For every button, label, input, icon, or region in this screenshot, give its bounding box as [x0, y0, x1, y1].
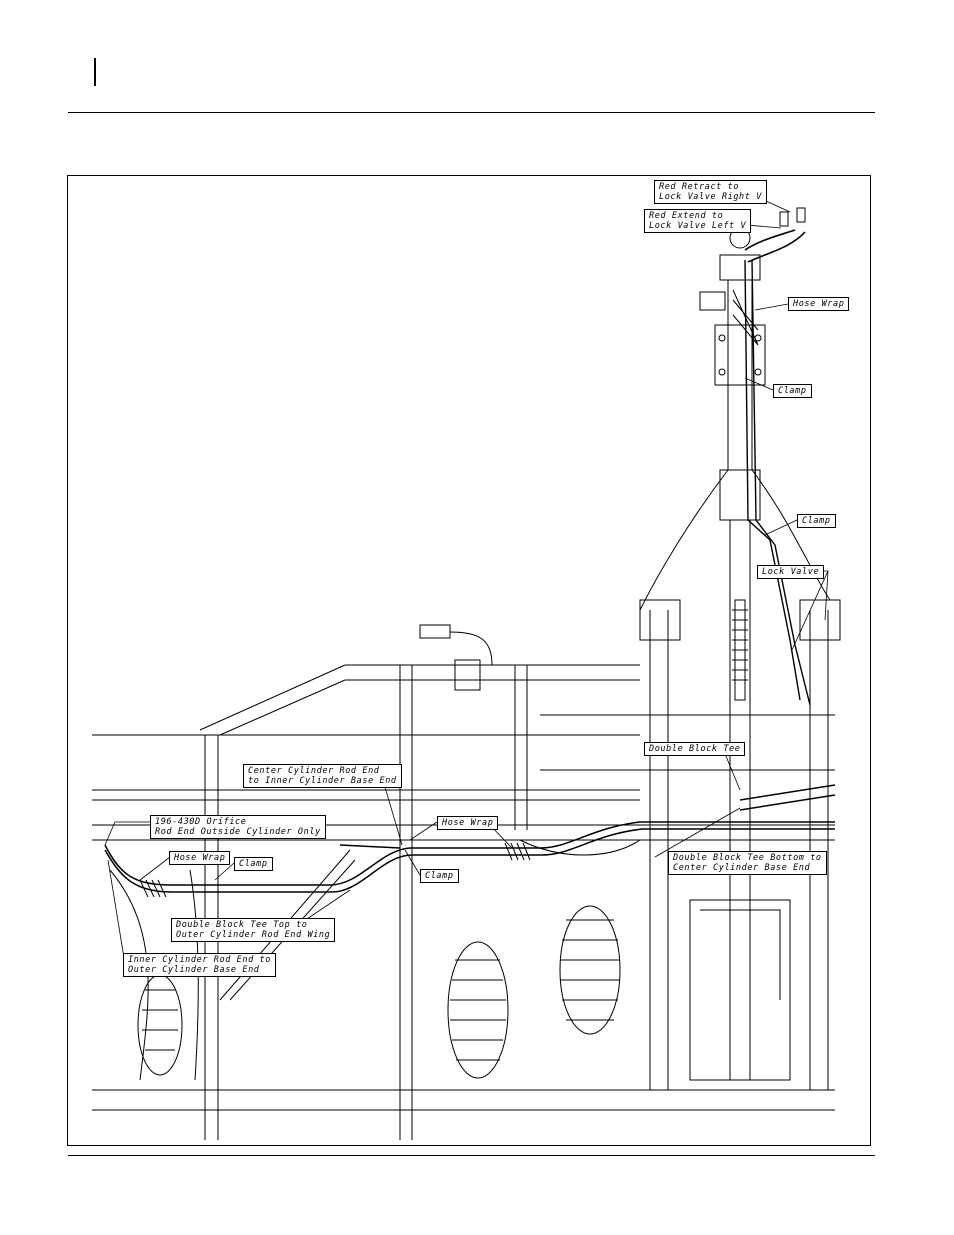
hose-wraps — [139, 842, 531, 898]
header-rule — [68, 112, 875, 113]
callout-dbt-top: Double Block Tee Top to Outer Cylinder R… — [171, 918, 336, 942]
callout-clamp-top: Clamp — [773, 384, 812, 398]
callout-hose-wrap-top: Hose Wrap — [788, 297, 850, 311]
callout-center-cylinder: Center Cylinder Rod End to Inner Cylinde… — [243, 764, 402, 788]
callout-orifice: 196-430D Orifice Rod End Outside Cylinde… — [150, 815, 326, 839]
callout-red-extend: Red Extend to Lock Valve Left V — [644, 209, 752, 233]
callout-clamp-center: Clamp — [420, 869, 459, 883]
figure-frame — [67, 175, 871, 1146]
header-tick — [94, 58, 96, 86]
callout-lock-valve: Lock Valve — [757, 565, 825, 579]
callout-clamp-mid: Clamp — [797, 514, 836, 528]
callout-dbt-bottom: Double Block Tee Bottom to Center Cylind… — [668, 851, 827, 875]
footer-rule — [68, 1155, 875, 1156]
callout-red-retract: Red Retract to Lock Valve Right V — [654, 180, 767, 204]
callout-inner-cylinder: Inner Cylinder Rod End to Outer Cylinder… — [123, 953, 276, 977]
callout-double-block-tee: Double Block Tee — [644, 742, 746, 756]
callout-clamp-left: Clamp — [234, 857, 273, 871]
callout-hose-wrap-center: Hose Wrap — [437, 816, 499, 830]
tongue-assembly — [639, 207, 831, 1080]
hose-runs — [104, 784, 836, 893]
callout-hose-wrap-left: Hose Wrap — [169, 851, 231, 865]
